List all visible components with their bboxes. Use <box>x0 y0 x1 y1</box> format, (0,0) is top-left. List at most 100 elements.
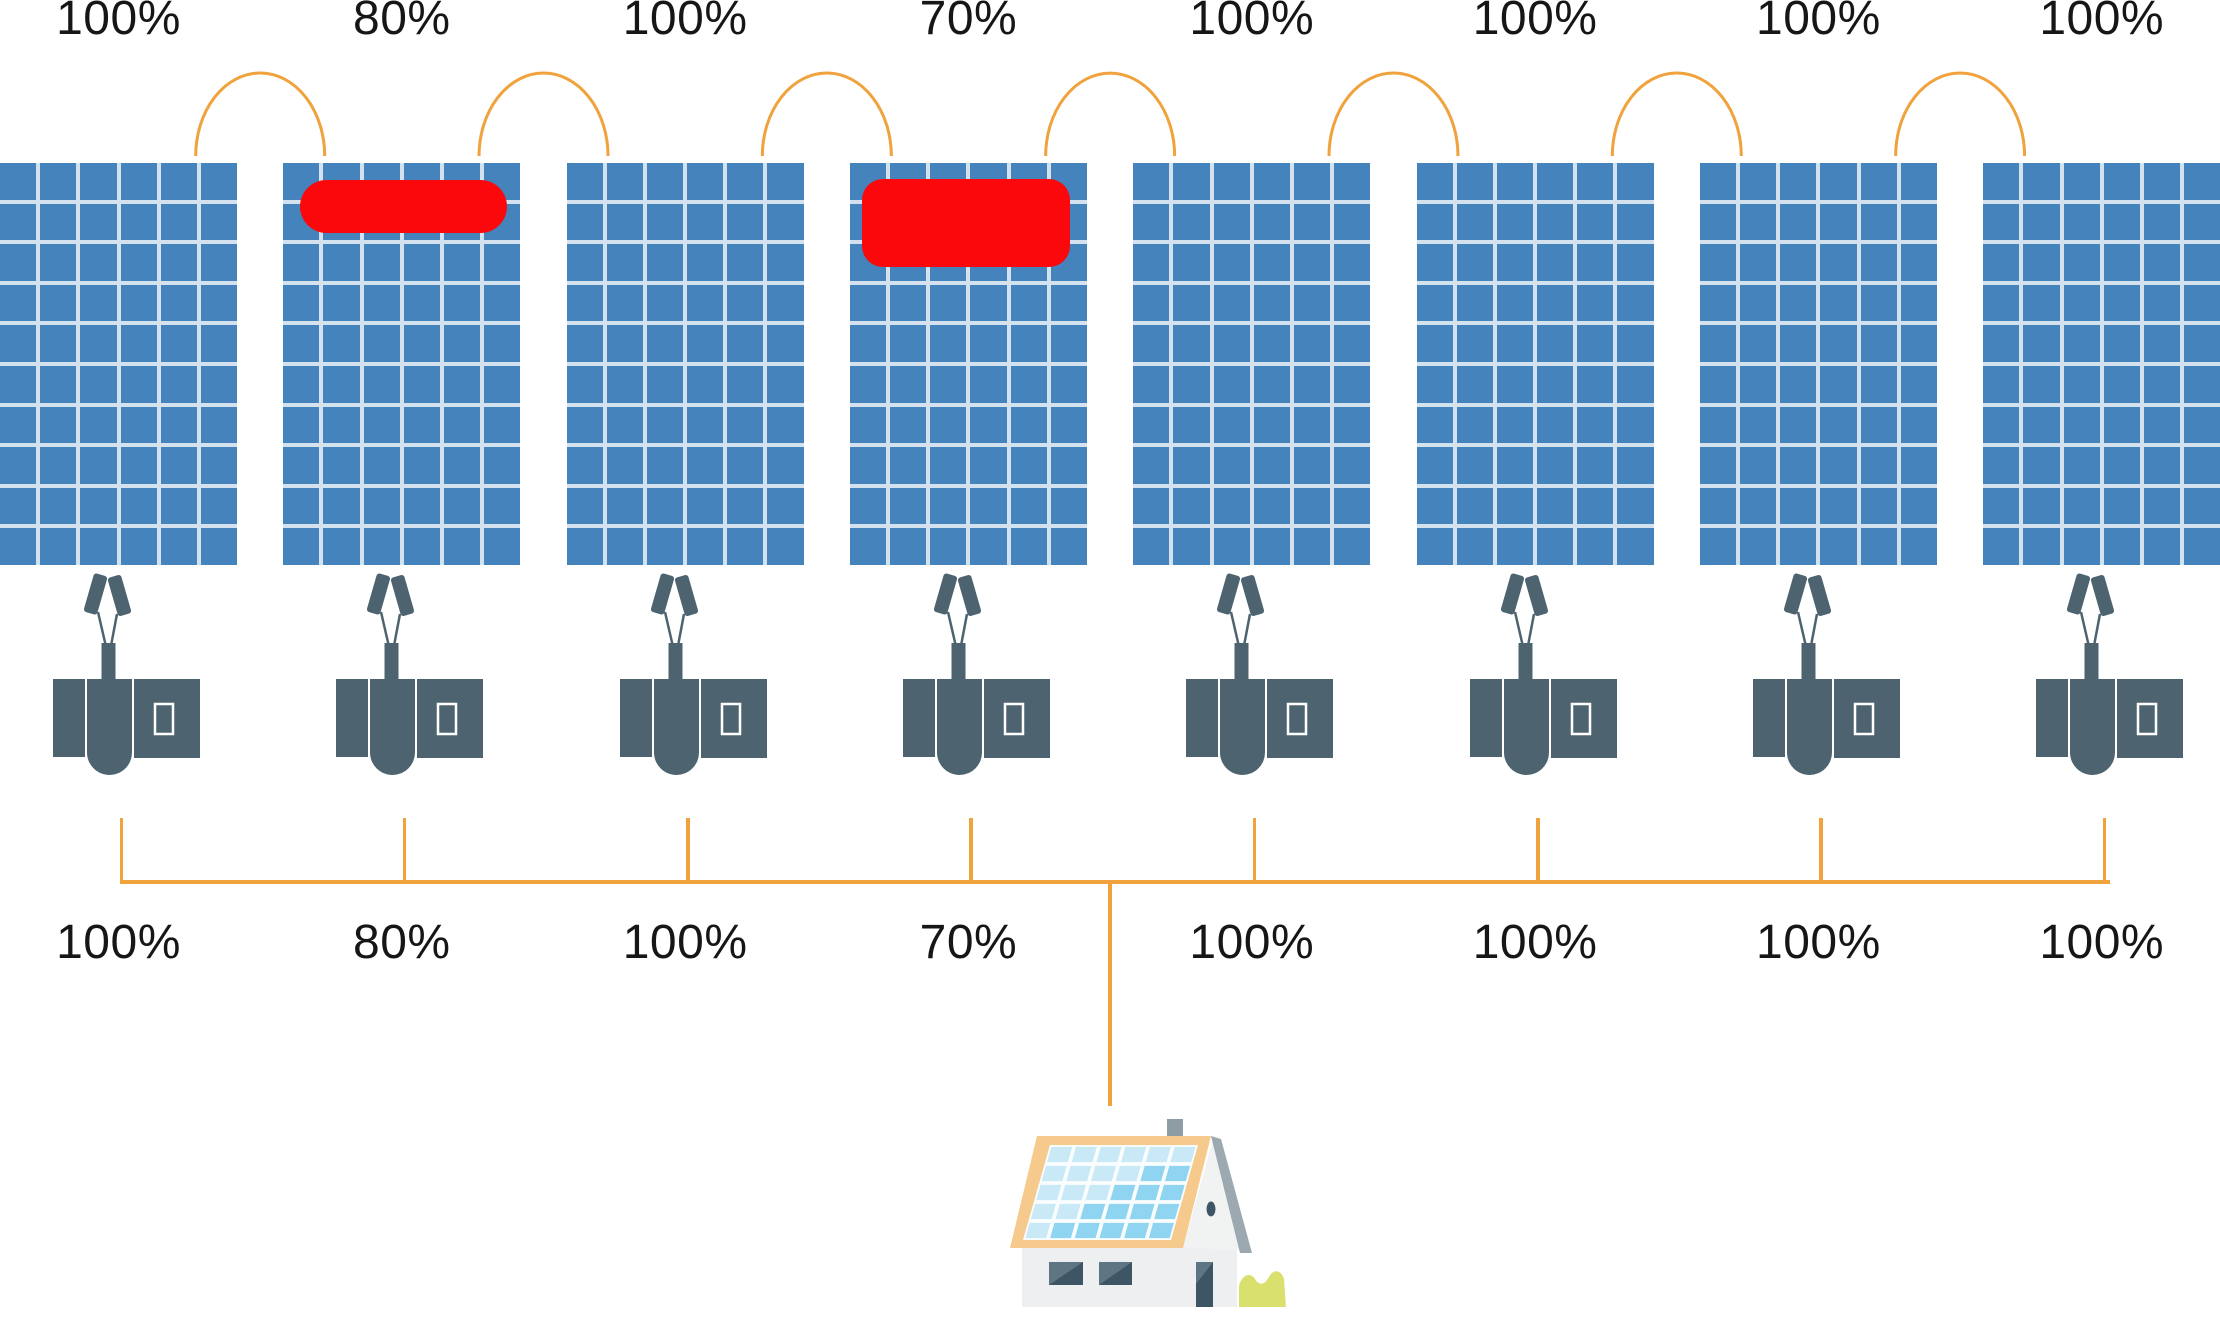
pv-string-unit: 80% 80% <box>283 0 521 1000</box>
inverter-nameplate <box>1853 702 1875 736</box>
inverter-body-left <box>902 679 935 757</box>
solar-panel-icon <box>566 163 804 565</box>
inverter-stem <box>384 643 399 680</box>
roof-cell <box>1041 1165 1067 1182</box>
inverter-output-percentage: 100% <box>1189 916 1315 969</box>
roof-cell <box>1121 1146 1147 1163</box>
roof-cell <box>1099 1222 1125 1239</box>
roof-cell <box>1050 1222 1076 1239</box>
ac-drop-line <box>2102 818 2107 884</box>
pv-string-unit: 100% 100% <box>1133 0 1371 1000</box>
panel-top-percentage: 100% <box>1189 0 1315 45</box>
inverter-body-left <box>2036 679 2069 757</box>
mc4-connector-icon <box>367 573 415 616</box>
inverter-output-percentage: 100% <box>1472 916 1598 969</box>
pv-string-unit: 100% 100% <box>566 0 804 1000</box>
roof-cell <box>1124 1222 1150 1239</box>
roof-cell <box>1071 1146 1097 1163</box>
inverter-nameplate <box>153 702 175 736</box>
roof-cell <box>1129 1203 1155 1220</box>
roof-cell <box>1025 1222 1051 1239</box>
string-link-arc <box>1044 71 1177 157</box>
mc4-connector-icon <box>650 573 698 616</box>
roof-solar-array <box>1022 1145 1198 1240</box>
solar-panel-icon <box>1983 163 2220 565</box>
ac-drop-line <box>1252 818 1257 884</box>
ac-drop-line <box>402 818 407 884</box>
solar-panel-icon <box>1133 163 1371 565</box>
inverter-stem <box>2084 643 2099 680</box>
inverter-nameplate <box>720 702 741 736</box>
roof-cell <box>1170 1146 1196 1163</box>
inverter-nameplate <box>2136 702 2158 736</box>
solar-panel-icon <box>1416 163 1654 565</box>
microinverter-icon <box>619 573 767 775</box>
roof-cell <box>1096 1146 1122 1163</box>
inverter-body-center <box>370 679 416 775</box>
ac-drop-line <box>119 818 123 884</box>
house-feed-line <box>1108 882 1112 1106</box>
string-link-arc <box>760 71 893 157</box>
panel-top-percentage: 100% <box>2039 0 2165 45</box>
roof-cell <box>1140 1165 1166 1182</box>
inverter-output-percentage: 80% <box>353 916 451 969</box>
inverter-nameplate <box>437 702 458 736</box>
inverter-body-center <box>1220 679 1266 775</box>
inverter-body-center <box>87 679 132 775</box>
panel-top-percentage: 100% <box>622 0 748 45</box>
roof-cell <box>1047 1146 1073 1163</box>
pv-string-unit: 70% 70% <box>849 0 1087 1000</box>
roof-cell <box>1090 1165 1117 1182</box>
microinverter-icon <box>336 573 484 775</box>
mc4-connector-icon <box>1783 573 1831 616</box>
inverter-output-percentage: 100% <box>56 916 181 969</box>
inverter-stem <box>1801 643 1816 680</box>
roof-cell <box>1145 1146 1171 1163</box>
window-icon <box>1049 1262 1083 1285</box>
inverter-body-center <box>1503 679 1549 775</box>
inverter-output-percentage: 100% <box>622 916 748 969</box>
roof-cell <box>1055 1203 1081 1220</box>
mc4-connector-icon <box>1500 573 1548 616</box>
inverter-stem <box>951 643 966 680</box>
inverter-body-center <box>653 679 699 775</box>
inverter-body-left <box>1469 679 1502 757</box>
window-icon <box>1099 1262 1132 1285</box>
string-link-arc <box>1610 71 1743 157</box>
roof-cell <box>1159 1184 1185 1201</box>
solar-panel-icon <box>1699 163 1937 565</box>
mc4-connector-icon <box>83 573 132 616</box>
inverter-stem <box>1518 643 1533 680</box>
solar-panel-icon <box>0 163 237 565</box>
inverter-output-percentage: 100% <box>1756 916 1881 969</box>
inverter-body-left <box>53 679 85 757</box>
microinverter-icon <box>1752 573 1900 775</box>
chimney-icon <box>1167 1119 1183 1141</box>
inverter-stem <box>1234 643 1249 680</box>
inverter-output-percentage: 70% <box>919 916 1018 969</box>
string-link-arcs <box>194 71 2027 157</box>
roof-cell <box>1066 1165 1092 1182</box>
roof-cell <box>1036 1184 1062 1201</box>
roof-cell <box>1115 1165 1141 1182</box>
panel-top-percentage: 100% <box>1756 0 1881 45</box>
inverter-stem <box>668 643 683 680</box>
microinverter-icon <box>1186 573 1334 775</box>
ac-drop-line <box>1819 818 1823 884</box>
pv-string-unit: 100% 100% <box>1983 0 2220 1000</box>
inverter-body-left <box>619 679 652 757</box>
roof-cell <box>1154 1203 1180 1220</box>
ac-drop-line <box>686 818 690 884</box>
mc4-connector-icon <box>933 573 981 616</box>
roof-cell <box>1164 1165 1191 1182</box>
pv-string-unit: 100% 100% <box>1699 0 1937 1000</box>
inverter-body-left <box>1186 679 1219 757</box>
roof-cell <box>1110 1184 1136 1201</box>
microinverter-icon <box>53 573 200 775</box>
microinverter-icon <box>2036 573 2184 775</box>
inverter-stem <box>101 643 116 680</box>
inverter-nameplate <box>1003 702 1025 736</box>
panel-top-percentage: 100% <box>1472 0 1598 45</box>
string-link-arc <box>1894 71 2027 157</box>
